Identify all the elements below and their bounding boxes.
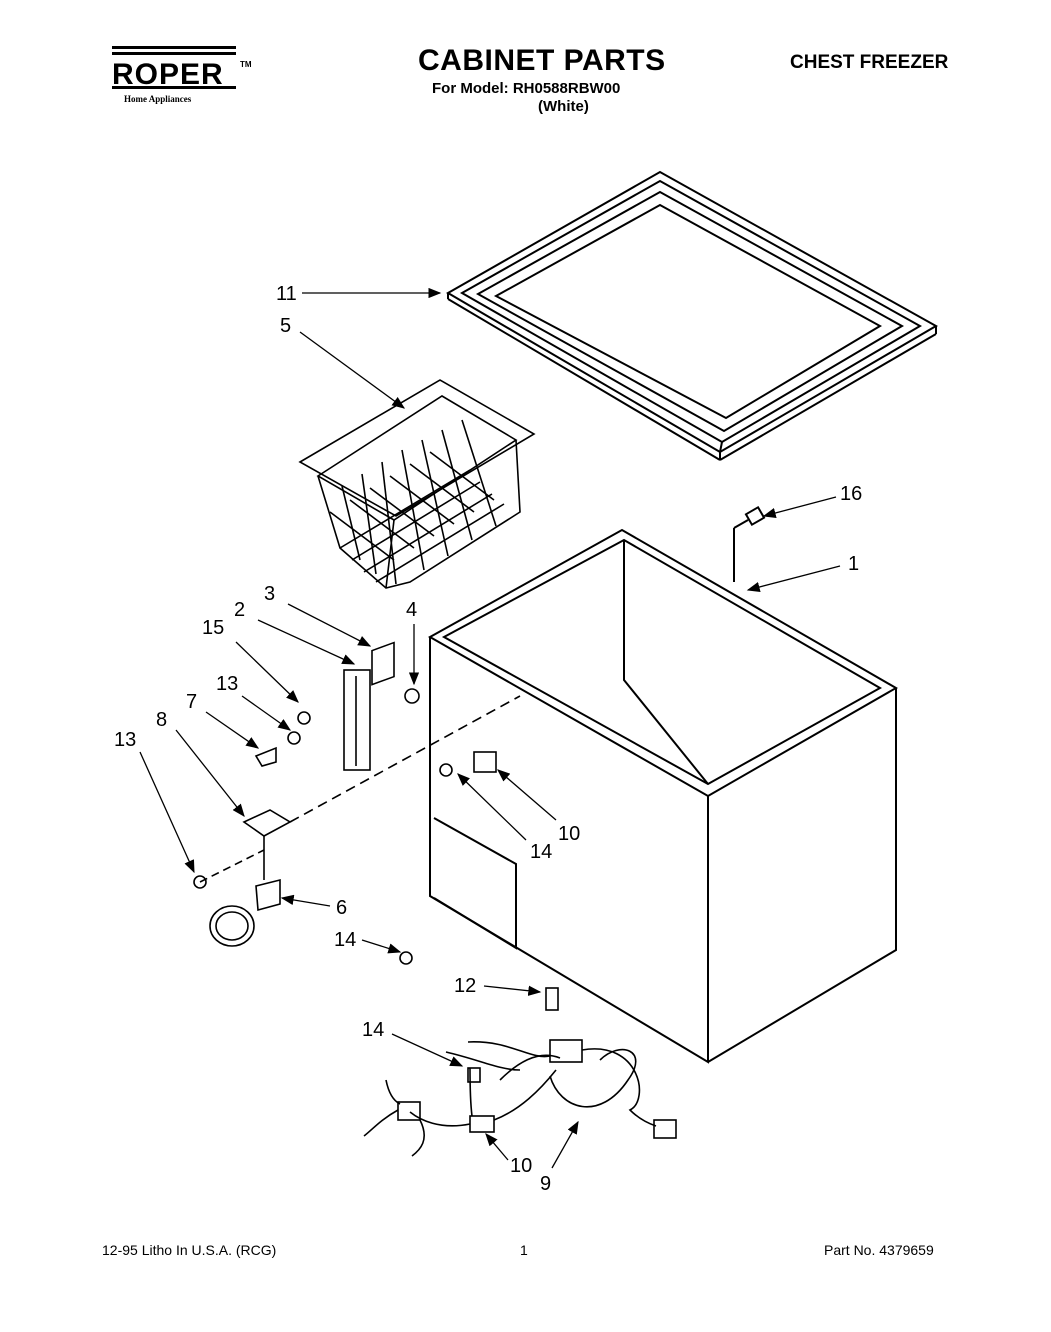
- callout-11: 11: [276, 283, 297, 305]
- callout-8: 8: [156, 709, 167, 731]
- lid-gasket-part: [446, 170, 939, 461]
- product-type: CHEST FREEZER: [790, 52, 949, 73]
- callout-14-lower: 14: [362, 1019, 384, 1041]
- callout-12: 12: [454, 975, 476, 997]
- brand-trademark: TM: [240, 60, 252, 69]
- wire-harness-part: [363, 987, 677, 1157]
- model-number: For Model: RH0588RBW00: [432, 80, 621, 97]
- wire-basket-part: [298, 379, 536, 589]
- cabinet-box-part: [427, 505, 899, 1064]
- callout-16: 16: [840, 483, 862, 505]
- callout-7: 7: [186, 691, 197, 713]
- page-title: CABINET PARTS: [418, 44, 666, 77]
- part-number: Part No. 4379659: [824, 1242, 934, 1258]
- callout-9: 9: [540, 1173, 551, 1195]
- callout-labels: 11 5 16 1 3 2 4 15 13 7 8 13 10 14 6 14 …: [114, 283, 862, 1195]
- callout-6: 6: [336, 897, 347, 919]
- callout-13-lower: 13: [114, 729, 136, 751]
- print-info: 12-95 Litho In U.S.A. (RCG): [102, 1242, 277, 1258]
- callout-14-middle: 14: [334, 929, 356, 951]
- leader-lines: [139, 287, 841, 1169]
- callout-2: 2: [234, 599, 245, 621]
- roper-logo: ROPER TM Home Appliances: [112, 42, 252, 112]
- callout-13-upper: 13: [216, 673, 238, 695]
- callout-1: 1: [848, 553, 859, 575]
- logo-stripes: [112, 46, 236, 89]
- callout-5: 5: [280, 315, 291, 337]
- callout-4: 4: [406, 599, 417, 621]
- callout-15: 15: [202, 617, 224, 639]
- callout-10-upper: 10: [558, 823, 580, 845]
- page-number: 1: [520, 1242, 528, 1258]
- callout-3: 3: [264, 583, 275, 605]
- model-color: (White): [538, 98, 589, 115]
- brand-tagline: Home Appliances: [124, 94, 192, 104]
- callout-14-upper: 14: [530, 841, 552, 863]
- cabinet-side-parts: [399, 751, 497, 965]
- callout-10-lower: 10: [510, 1155, 532, 1177]
- hinge-assembly-parts: [193, 641, 521, 947]
- brand-name: ROPER: [112, 58, 224, 91]
